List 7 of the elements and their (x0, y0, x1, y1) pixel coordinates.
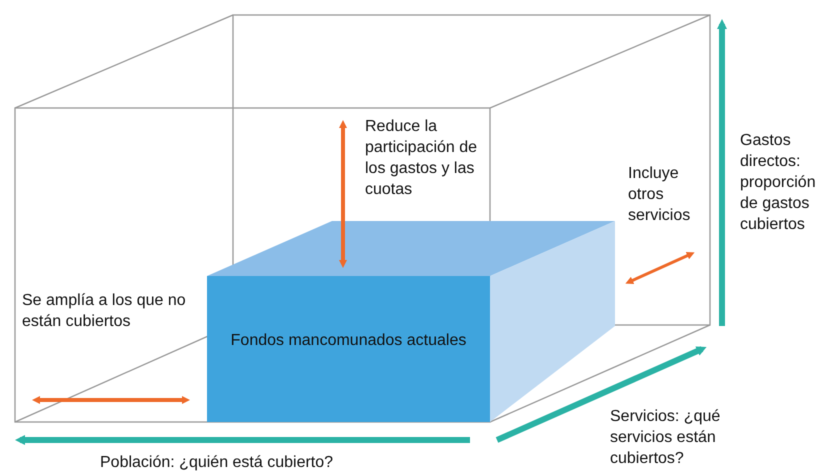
annotation-text: Reduce la participación de los gastos y las cuotas (365, 117, 478, 200)
axis-label: Gastos directos: proporción de gastos cubiertos (740, 131, 817, 235)
annotation-text: Se amplía a los que no están cubiertos (22, 291, 187, 332)
annotation-text: Incluye otros servicios (628, 164, 692, 226)
axis-label: Población: ¿quién está cubierto? (100, 453, 334, 473)
pooled-funds-box: Fondos mancomunados actuales (207, 276, 490, 422)
axis-label: Servicios: ¿qué servicios están cubiertos? (610, 407, 722, 469)
